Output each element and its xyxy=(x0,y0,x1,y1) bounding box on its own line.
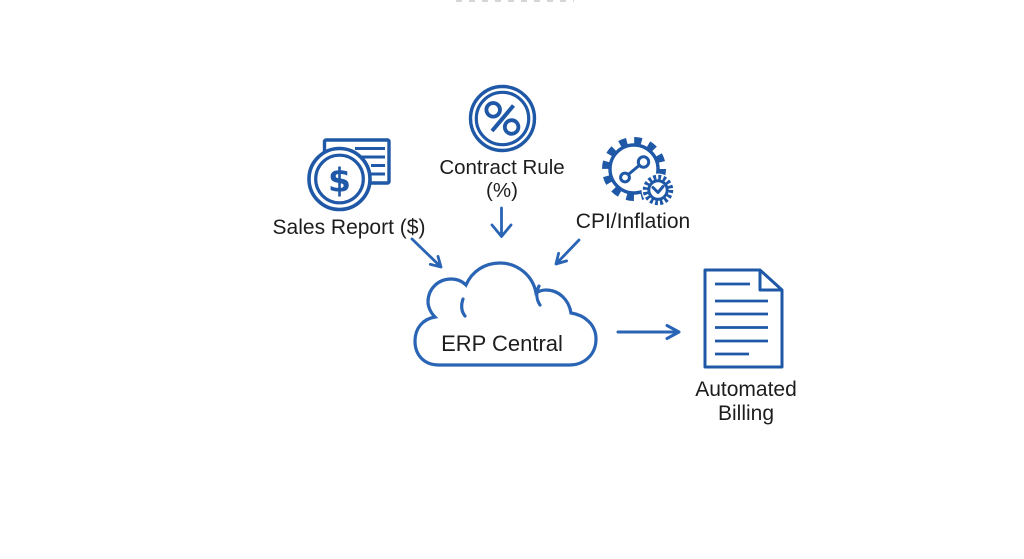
arrow-erp-to-billing xyxy=(616,324,681,340)
contract-rule-label-line1: Contract Rule xyxy=(439,156,565,179)
cropped-top-artifact xyxy=(456,0,574,2)
percent-circle-icon xyxy=(468,84,537,153)
cpi-inflation-label: CPI/Inflation xyxy=(575,210,691,233)
contract-rule-label: Contract Rule (%) xyxy=(422,156,582,202)
dollar-coin-report-icon: $ xyxy=(307,138,391,212)
automated-billing-label-line1: Automated xyxy=(695,378,797,401)
contract-rule-label-line2: (%) xyxy=(486,179,518,202)
arrow-contract-to-erp xyxy=(490,206,513,238)
cloud-icon xyxy=(413,261,598,367)
automated-billing-label: Automated Billing xyxy=(676,378,816,426)
gear-trend-check-icon xyxy=(602,137,675,207)
arrow-cpi-to-erp xyxy=(554,238,581,266)
document-icon xyxy=(703,268,784,369)
automated-billing-label-line2: Billing xyxy=(717,402,775,425)
erp-central-label: ERP Central xyxy=(441,331,563,356)
arrow-sales-to-erp xyxy=(410,237,443,269)
dollar-glyph: $ xyxy=(328,161,351,200)
sales-report-label: Sales Report ($) xyxy=(272,216,426,239)
